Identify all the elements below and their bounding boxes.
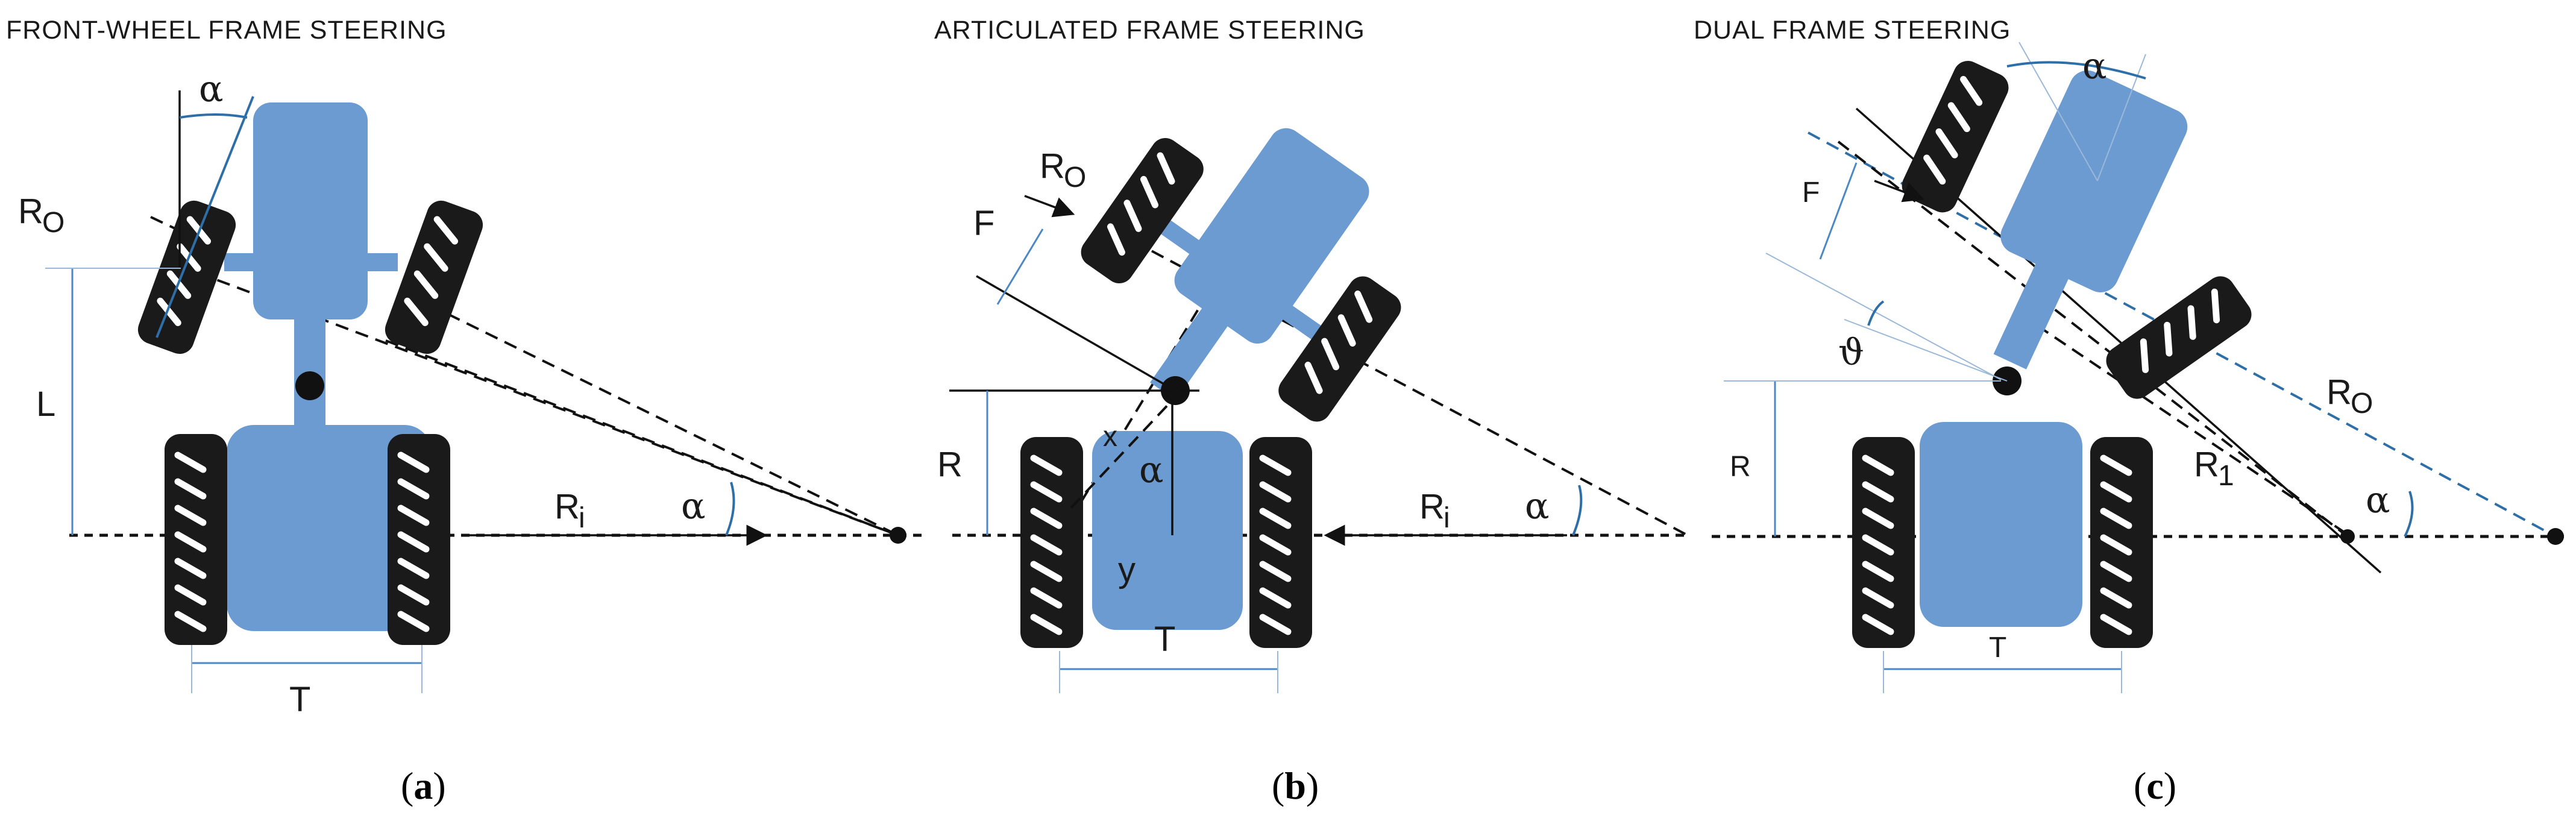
panel-b-front-axle [1149,212,1333,348]
panel-c-front-left-tyre [1897,56,2014,217]
panel-c-inner-center [2340,529,2355,544]
panel-a-alpha-arc-ground [725,482,735,536]
panel-c-front-link [1993,261,2070,370]
panel-c-alpha-top: α [2082,45,2107,87]
panel-a-wheelbase-label: L [36,385,55,424]
panel-b-alpha-arc-ground [1572,485,1583,536]
panel-b-front-length-dim [996,228,1044,305]
panel-c-front-right-tyre [2100,271,2257,404]
panel-c-r-outer: R [2326,373,2352,412]
panel-a-pivot [295,371,324,400]
panel-b-x-line [1066,389,1183,514]
panel-c-turn-center [2547,528,2564,545]
panel-b-r-outer: R [1040,146,1065,186]
panel-c-alpha-arc-top [2006,61,2146,80]
panel-b-x-label: x [1103,421,1117,453]
panel-a-turn-center [890,527,906,544]
panel-b: ARTICULATED FRAME STEERING R O F R [934,16,1688,807]
panel-a-r-inner-sub: i [579,502,585,534]
panel-a-rear-body [227,425,432,631]
panel-a-r-inner: R [554,487,580,526]
panel-b-front-frame [1040,128,1451,477]
panel-b-title: ARTICULATED FRAME STEERING [934,16,1365,45]
panel-c-front-length-label: F [1802,177,1820,209]
panel-a-track-label: T [289,680,310,719]
panel-c-title: DUAL FRAME STEERING [1694,16,2011,45]
panel-c-caption: (c) [2134,764,2176,807]
panel-a-wheel-axis [156,96,254,338]
panel-c-front-length-dim [1819,162,1858,260]
panel-b-front-body [1174,128,1369,344]
panel-c-theta-arc [1867,300,1885,326]
panel-a-front-right-tyre [381,197,487,358]
panel-b-radius-label: R [937,445,963,484]
panel-a-caption: (a) [401,764,446,807]
panel-c-front-frame [1853,18,2188,370]
panel-b-track-label: T [1154,620,1175,659]
panel-c-radius-label: R [1730,451,1751,483]
panel-a-front-left-tyre [134,197,240,358]
panel-b-alpha-mid: α [1139,449,1164,491]
panel-a-r-outer-sub: O [42,207,64,239]
panel-b-outer-arrow [1024,195,1075,218]
panel-b-rear-left-tyre [1020,437,1083,648]
panel-c-alpha-ref-line [2018,42,2098,181]
panel-b-front-link [1150,303,1231,401]
panel-b-front-length-label: F [973,204,994,243]
panel-c-front-length-ext [1765,253,2002,380]
panel-b-rear-body [1092,431,1243,630]
panel-a-inner-radius-line-1 [409,294,899,536]
panel-c-front-body [2000,70,2188,292]
panel-b-front-length-line [976,275,1176,392]
panel-c-r-outer-sub: O [2351,388,2373,420]
panel-c-r1-line [1837,140,2349,538]
panel-c: DUAL FRAME STEERING [1694,16,2565,807]
panel-c-alpha-ground: α [2366,479,2390,521]
panel-b-r-outer-sub: O [1064,162,1086,193]
panel-a: FRONT-WHEEL FRAME STEERING α R O L R i [6,16,928,807]
panel-b-alpha-ground: α [1525,485,1550,527]
panel-c-front-right-tyre-group [2100,271,2257,404]
panel-c-r1: R [2194,445,2219,484]
panel-a-inner-radius-line-2 [385,339,899,536]
panel-c-alpha-arc-ground [2404,491,2414,537]
panel-b-y-label: y [1118,550,1136,590]
panel-a-r-outer: R [18,192,43,231]
panel-c-track-label: T [1989,632,2006,664]
panel-a-rear-right-tyre [388,434,450,645]
panel-a-alpha-ground: α [681,485,706,527]
panel-c-outer-arrow [1874,180,1925,203]
panel-c-rear-right-tyre [2090,437,2153,648]
panel-c-rear-body [1920,422,2082,627]
panel-c-rear-left-tyre [1852,437,1915,648]
panel-b-r-inner-sub: i [1444,502,1450,534]
panel-a-rear-left-tyre [165,434,227,645]
panel-a-title: FRONT-WHEEL FRAME STEERING [6,16,447,45]
panel-b-r-inner: R [1419,487,1445,526]
panel-b-rear-right-tyre [1249,437,1312,648]
panel-a-alpha-top: α [199,68,224,110]
panel-c-r1-sub: 1 [2218,460,2234,492]
panel-a-front-body [253,102,368,319]
panel-b-caption: (b) [1272,764,1319,807]
panel-a-alpha-arc-top [179,113,248,119]
panel-a-front-axle [224,253,398,271]
panel-c-theta-ext [1844,319,2008,382]
panel-b-frame-line [1060,237,1243,536]
panel-c-theta-label: ϑ [1838,332,1864,374]
